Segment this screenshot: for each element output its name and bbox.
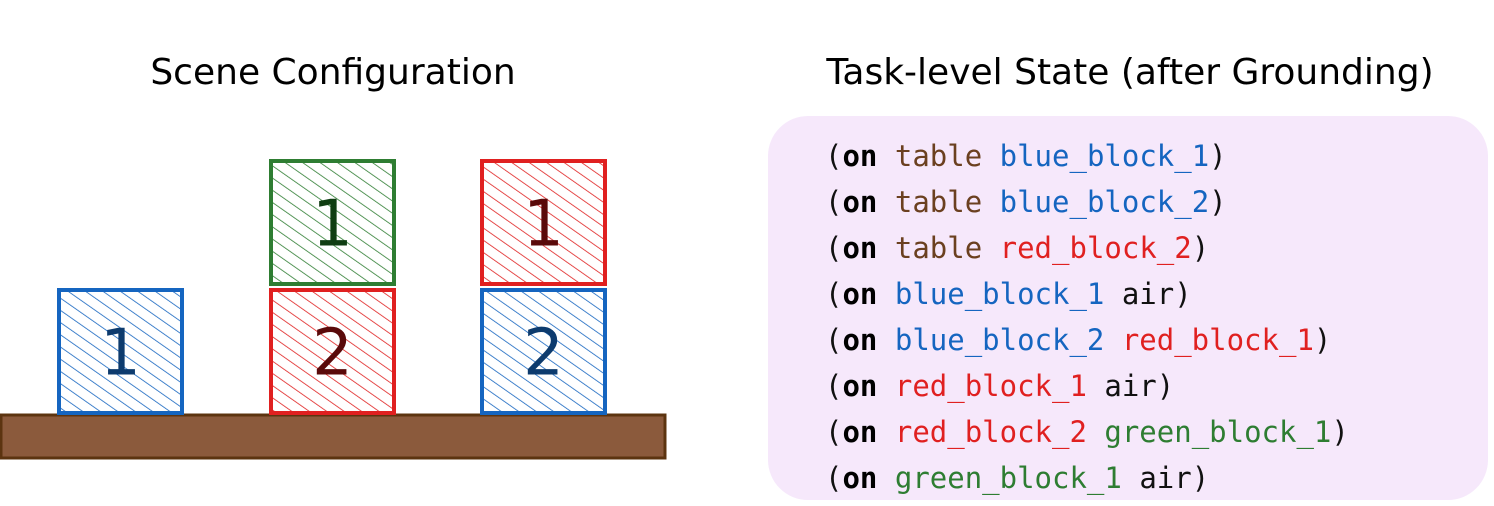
- predicate-arg-1: table: [894, 185, 983, 219]
- predicate-line: (on red_block_2 green_block_1): [825, 409, 1349, 455]
- scene-diagram: 1 2 1 2 1: [0, 159, 667, 460]
- block-square: [269, 288, 396, 415]
- predicate-line: (on table red_block_2): [825, 225, 1349, 271]
- close-paren: ): [1191, 461, 1210, 495]
- open-paren: (: [825, 461, 843, 495]
- block-square: [57, 288, 184, 415]
- predicate-arg-1: table: [894, 231, 983, 265]
- predicate-line: (on red_block_1 air): [825, 363, 1349, 409]
- close-paren: ): [1174, 277, 1192, 311]
- predicate-arg-2: red_block_1: [1121, 323, 1314, 357]
- predicate-keyword: on: [842, 277, 878, 311]
- predicate-keyword: on: [842, 461, 878, 495]
- open-paren: (: [825, 139, 843, 173]
- open-paren: (: [825, 277, 843, 311]
- open-paren: (: [825, 231, 843, 265]
- predicate-arg-1: blue_block_1: [894, 277, 1105, 311]
- block-label: 2: [312, 317, 353, 391]
- table: [0, 413, 667, 460]
- open-paren: (: [825, 369, 843, 403]
- block-red-block-1: 1: [480, 159, 607, 286]
- block-red-block-2: 2: [269, 288, 396, 415]
- block-green-block-1: 1: [269, 159, 396, 286]
- close-paren: ): [1191, 231, 1210, 265]
- predicate-line: (on table blue_block_2): [825, 179, 1349, 225]
- block-label: 1: [100, 317, 141, 391]
- open-paren: (: [825, 185, 843, 219]
- block-blue-block-1: 1: [57, 288, 184, 415]
- predicate-keyword: on: [842, 185, 878, 219]
- predicate-keyword: on: [842, 139, 878, 173]
- predicate-arg-1: blue_block_2: [894, 323, 1105, 357]
- predicate-list: (on table blue_block_1)(on table blue_bl…: [825, 133, 1349, 501]
- block-square: [480, 159, 607, 286]
- close-paren: ): [1209, 139, 1227, 173]
- predicate-line: (on blue_block_1 air): [825, 271, 1349, 317]
- task-state-title: Task-level State (after Grounding): [826, 52, 1434, 93]
- blocks-layer: 1 2 1 2 1: [57, 159, 607, 415]
- predicate-line: (on table blue_block_1): [825, 133, 1349, 179]
- block-label: 1: [312, 188, 353, 262]
- close-paren: ): [1331, 415, 1349, 449]
- predicate-arg-2: air: [1139, 461, 1192, 495]
- open-paren: (: [825, 323, 843, 357]
- block-blue-block-2: 2: [480, 288, 607, 415]
- block-square: [269, 159, 396, 286]
- predicate-arg-2: air: [1121, 277, 1175, 311]
- predicate-keyword: on: [842, 231, 878, 265]
- predicate-arg-1: red_block_1: [894, 369, 1087, 403]
- close-paren: ): [1209, 185, 1227, 219]
- open-paren: (: [825, 415, 843, 449]
- block-label: 2: [523, 317, 564, 391]
- close-paren: ): [1313, 323, 1332, 357]
- block-label: 1: [523, 188, 564, 262]
- predicate-arg-1: red_block_2: [894, 415, 1087, 449]
- predicate-keyword: on: [842, 415, 878, 449]
- close-paren: ): [1156, 369, 1175, 403]
- predicate-arg-2: blue_block_1: [999, 139, 1210, 173]
- predicate-keyword: on: [842, 323, 878, 357]
- predicate-arg-1: green_block_1: [894, 461, 1122, 495]
- predicate-arg-2: red_block_2: [999, 231, 1192, 265]
- predicate-arg-2: green_block_1: [1104, 415, 1332, 449]
- task-state-panel: (on table blue_block_1)(on table blue_bl…: [768, 116, 1488, 500]
- predicate-line: (on blue_block_2 red_block_1): [825, 317, 1349, 363]
- predicate-line: (on green_block_1 air): [825, 455, 1349, 501]
- predicate-arg-2: air: [1104, 369, 1157, 403]
- scene-configuration-title: Scene Configuration: [150, 52, 516, 93]
- block-square: [480, 288, 607, 415]
- predicate-arg-2: blue_block_2: [999, 185, 1210, 219]
- predicate-keyword: on: [842, 369, 878, 403]
- predicate-arg-1: table: [894, 139, 983, 173]
